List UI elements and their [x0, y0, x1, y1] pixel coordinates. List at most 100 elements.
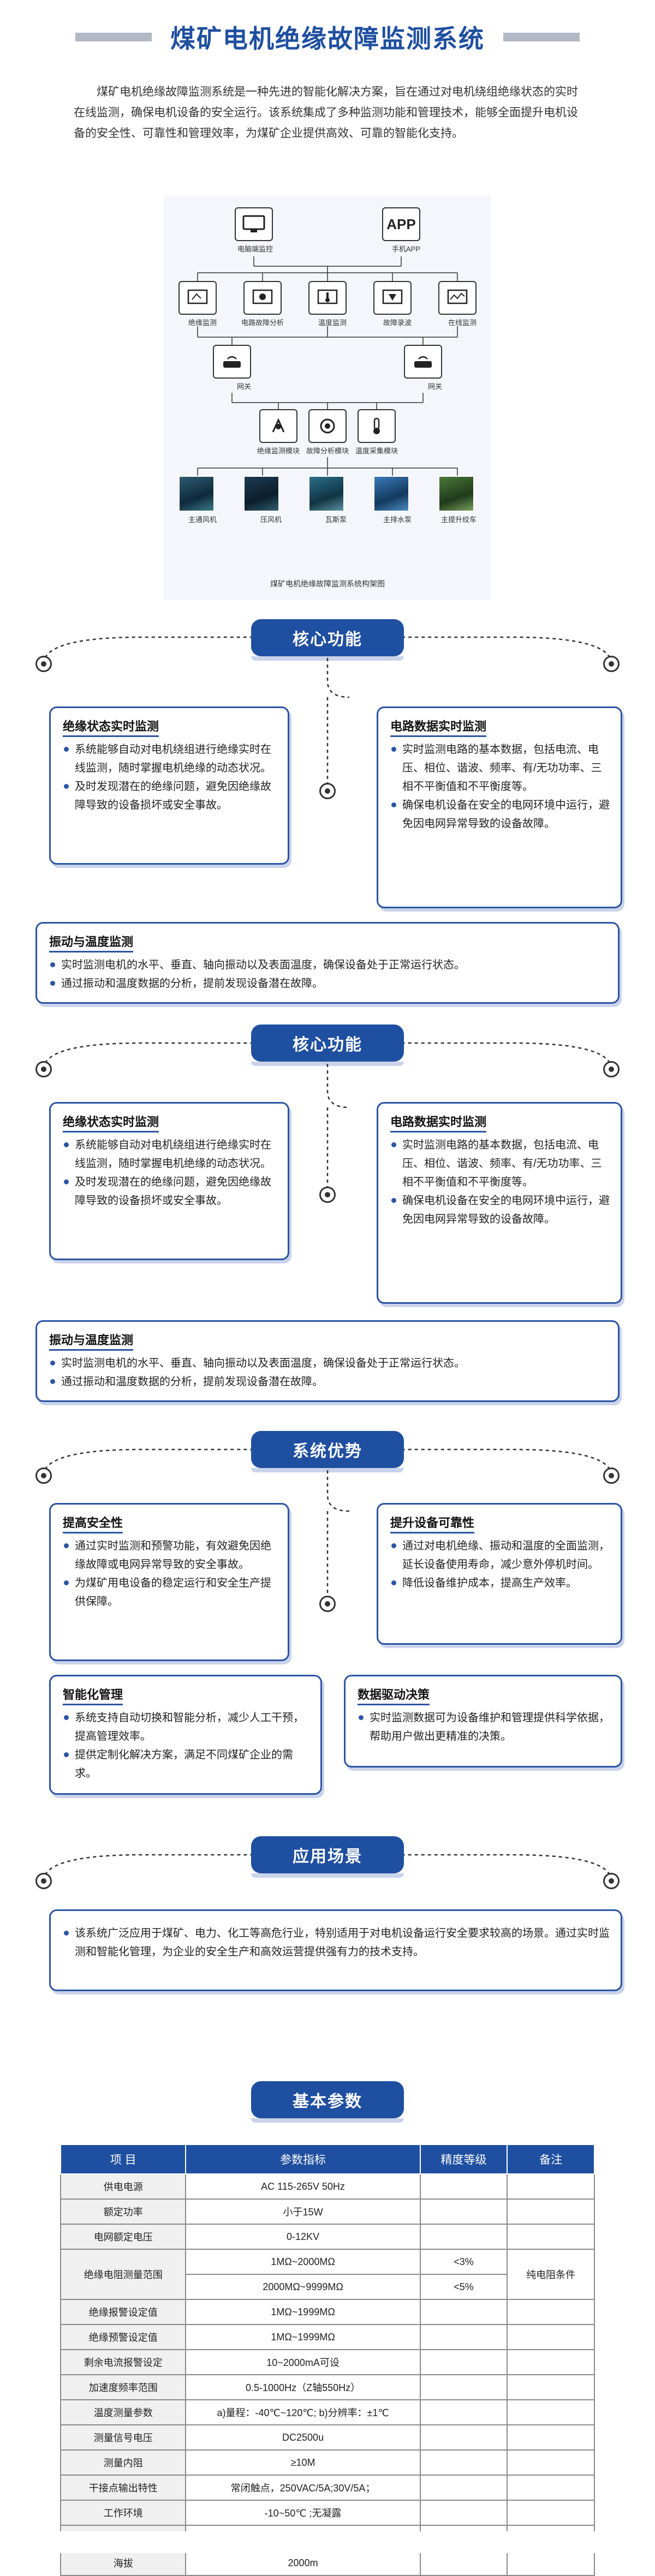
param-label: 温度测量参数 — [59, 2399, 187, 2425]
param-accuracy — [419, 2399, 508, 2425]
equipment-photo — [308, 476, 344, 512]
section-heading-core-2: 核心功能 — [251, 1025, 404, 1066]
monitor-icon — [235, 207, 273, 241]
list-item: 系统能够自动对电机绕组进行绝缘实时在线监测，随时掌握电机绝缘的动态状况。 — [63, 740, 277, 777]
connector-dot — [319, 783, 336, 799]
connector-dot — [603, 1467, 620, 1484]
table-row: 干接点输出特性 常闭触点，250VAC/5A;30V/5A； — [59, 2475, 595, 2501]
equipment-photo — [243, 476, 279, 512]
table-row: 电网额定电压 0-12KV — [59, 2224, 595, 2250]
param-label: 剩余电流报警设定 — [59, 2349, 187, 2375]
param-accuracy — [419, 2449, 508, 2476]
card-list: 系统支持自动切换和智能分析，减少人工干预，提高管理效率。 提供定制化解决方案，满… — [63, 1709, 309, 1783]
fault-recording-icon — [373, 281, 412, 315]
param-value: 2000MΩ~9999MΩ — [185, 2274, 421, 2300]
list-item: 实时监测电机的水平、垂直、轴向振动以及表面温度，确保设备处于正常运行状态。 — [49, 1354, 607, 1373]
connector-dot — [603, 656, 620, 672]
param-note — [507, 2324, 595, 2350]
list-item: 及时发现潜在的绝缘问题，避免因绝缘故障导致的设备损坏或安全事故。 — [63, 777, 277, 814]
list-item: 实时监测数据可为设备维护和管理提供科学依据，帮助用户做出更精准的决策。 — [358, 1709, 610, 1746]
table-header-row: 项 目 参数指标 精度等级 备注 — [59, 2144, 595, 2174]
section-heading-scenarios: 应用场景 — [251, 1836, 404, 1878]
card-list: 实时监测电机的水平、垂直、轴向振动以及表面温度，确保设备处于正常运行状态。 通过… — [49, 1354, 607, 1391]
section-heading-params: 基本参数 — [251, 2081, 404, 2123]
gateway-icon — [213, 345, 251, 379]
node-label: 故障录波 — [383, 319, 412, 327]
card-insulation-monitoring: 绝缘状态实时监测 系统能够自动对电机绕组进行绝缘实时在线监测，随时掌握电机绝缘的… — [49, 706, 289, 865]
node-circuit-analysis: 电路故障分析 — [241, 281, 284, 328]
list-item: 该系统广泛应用于煤矿、电力、化工等高危行业，特别适用于对电机设备运行安全要求较高… — [63, 1924, 610, 1961]
node-label: 压风机 — [260, 516, 282, 524]
card-title: 提升设备可靠性 — [390, 1513, 475, 1533]
card-list: 系统能够自动对电机绕组进行绝缘实时在线监测，随时掌握电机绝缘的动态状况。 及时发… — [63, 1136, 277, 1210]
table-row: 2000MΩ~9999MΩ <5% — [61, 2274, 594, 2300]
card-title: 数据驱动决策 — [358, 1685, 430, 1705]
param-note — [507, 2299, 595, 2325]
list-item: 通过振动和温度数据的分析，提前发现设备潜在故障。 — [49, 974, 607, 993]
table-row: 加速度频率范围 0.5-1000Hz（Z轴550Hz） — [59, 2374, 595, 2400]
param-note — [507, 2399, 595, 2425]
node-label: 电脑端监控 — [237, 245, 273, 253]
param-label: 海拔 — [59, 2550, 187, 2576]
architecture-lines — [197, 256, 458, 476]
node-label: 主提升绞车 — [440, 516, 477, 524]
param-accuracy — [419, 2550, 508, 2576]
table-row: 绝缘预警设定值 1MΩ~1999MΩ — [59, 2324, 595, 2350]
connector-dot — [35, 1061, 52, 1077]
param-accuracy: <5% — [419, 2274, 508, 2300]
card-reliability: 提升设备可靠性 通过对电机绝缘、振动和温度的全面监测，延长设备使用寿命，减少意外… — [377, 1503, 622, 1645]
node-label: 绝缘监测模块 — [257, 447, 300, 455]
param-label: 绝缘预警设定值 — [59, 2324, 187, 2350]
node-label: 绝缘监测 — [188, 319, 217, 327]
param-label: 测量内阻 — [59, 2449, 187, 2476]
param-note — [507, 2349, 595, 2375]
section-heading-advantages: 系统优势 — [251, 1431, 404, 1472]
node-label: 网关 — [427, 382, 442, 391]
table-row: 剩余电流报警设定 10~2000mA可设 — [59, 2349, 595, 2375]
param-label: 供电电源 — [59, 2173, 187, 2200]
table-row: 供电电源 AC 115-265V 50Hz — [59, 2173, 595, 2200]
param-label: 干接点输出特性 — [59, 2475, 187, 2501]
node-label: 手机APP — [391, 245, 420, 253]
insulation-module-icon — [259, 409, 297, 443]
card-list: 通过实时监测和预警功能，有效避免因绝缘故障或电网异常导致的安全事故。 为煤矿用电… — [63, 1537, 277, 1611]
card-list: 实时监测数据可为设备维护和管理提供科学依据，帮助用户做出更精准的决策。 — [358, 1709, 610, 1746]
node-label: 主排水泵 — [383, 516, 412, 524]
architecture-diagram: 电脑端监控 APP 手机APP 绝缘监测 电路故障分析 温度监测 故障录波 在线… — [164, 196, 491, 600]
bottom-band — [0, 2531, 655, 2553]
card-title: 电路数据实时监测 — [390, 1112, 487, 1133]
param-accuracy — [419, 2374, 508, 2400]
list-item: 为煤矿用电设备的稳定运行和安全生产提供保障。 — [63, 1574, 277, 1611]
card-vibration-temperature: 振动与温度监测 实时监测电机的水平、垂直、轴向振动以及表面温度，确保设备处于正常… — [35, 922, 620, 1004]
param-note — [507, 2424, 595, 2451]
temperature-module-icon — [358, 409, 396, 443]
card-list: 该系统广泛应用于煤矿、电力、化工等高危行业，特别适用于对电机设备运行安全要求较高… — [63, 1924, 610, 1961]
card-list: 实时监测电机的水平、垂直、轴向振动以及表面温度，确保设备处于正常运行状态。 通过… — [49, 956, 607, 993]
card-title: 绝缘状态实时监测 — [63, 1112, 159, 1133]
equipment-main-fan: 主通风机 — [178, 476, 217, 525]
table-row: 额定功率 小于15W — [59, 2198, 595, 2225]
table-header: 参数指标 — [185, 2144, 421, 2174]
equipment-photo — [438, 476, 474, 512]
card-circuit-monitoring: 电路数据实时监测 实时监测电路的基本数据，包括电流、电压、相位、谐波、频率、有/… — [377, 706, 622, 908]
card-title: 绝缘状态实时监测 — [63, 717, 159, 737]
equipment-drain-pump: 主排水泵 — [373, 476, 412, 525]
card-data-driven: 数据驱动决策 实时监测数据可为设备维护和管理提供科学依据，帮助用户做出更精准的决… — [344, 1675, 622, 1768]
equipment-gas-pump: 瓦斯泵 — [308, 476, 347, 525]
list-item: 通过振动和温度数据的分析，提前发现设备潜在故障。 — [49, 1373, 607, 1391]
list-item: 系统能够自动对电机绕组进行绝缘实时在线监测，随时掌握电机绝缘的动态状况。 — [63, 1136, 277, 1173]
card-title: 振动与温度监测 — [49, 1331, 134, 1351]
table-row: 绝缘电阻测量范围 1MΩ~2000MΩ <3% 纯电阻条件 — [59, 2249, 595, 2300]
list-item: 通过实时监测和预警功能，有效避免因绝缘故障或电网异常导致的安全事故。 — [63, 1537, 277, 1574]
table-row: 海拔 2000m — [59, 2550, 595, 2576]
param-note — [507, 2198, 595, 2225]
param-note: 纯电阻条件 — [507, 2249, 595, 2300]
node-label: 在线监测 — [448, 319, 477, 327]
param-accuracy — [419, 2424, 508, 2451]
node-label: 故障分析模块 — [306, 447, 349, 455]
param-label: 电网额定电压 — [59, 2224, 187, 2250]
param-note — [507, 2449, 595, 2476]
param-label: 绝缘报警设定值 — [59, 2299, 187, 2325]
list-item: 实时监测电路的基本数据，包括电流、电压、相位、谐波、频率、有/无功功率、三相不平… — [390, 740, 610, 796]
param-accuracy — [419, 2299, 508, 2325]
